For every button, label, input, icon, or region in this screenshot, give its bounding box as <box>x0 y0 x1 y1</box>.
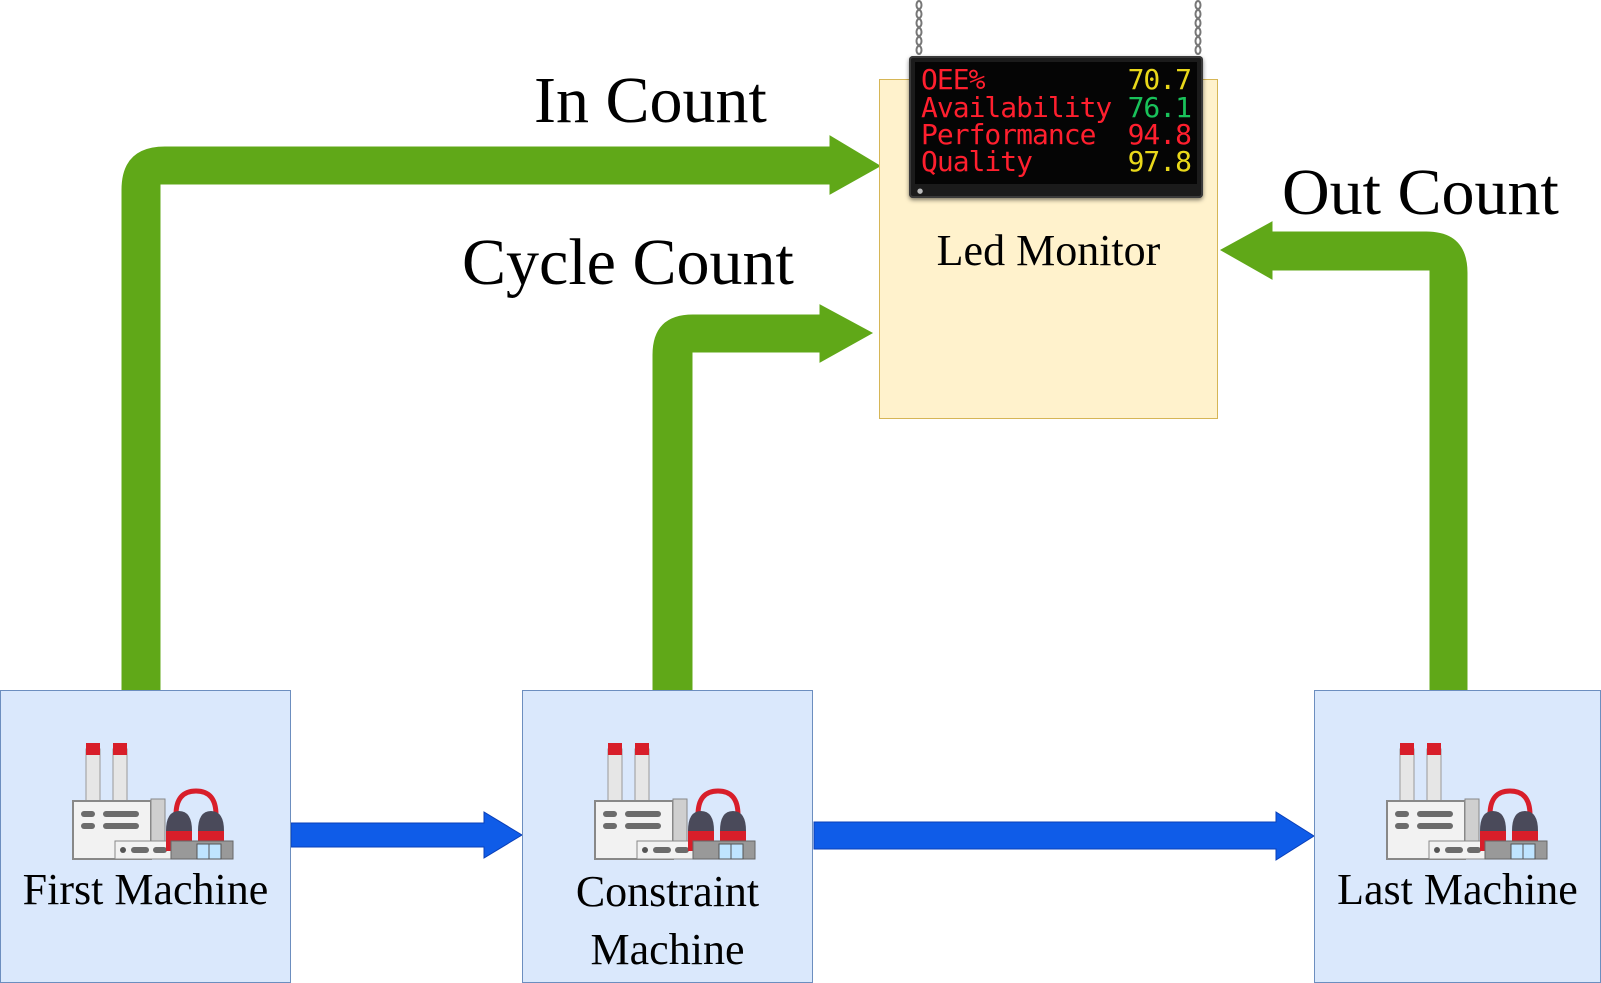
led-row-quality: Quality 97.8 <box>921 145 1192 178</box>
in-count-label: In Count <box>534 64 767 137</box>
constraint-machine-label-line2: Machine <box>590 925 745 974</box>
first-machine-label: First Machine <box>22 865 269 914</box>
led-metric-value: 94.8 <box>1127 118 1192 151</box>
factory-icon <box>72 743 234 860</box>
chain-icon <box>915 0 923 55</box>
brand-logo-icon: ● <box>917 187 924 195</box>
flow-arrow-first-to-constraint <box>290 811 523 859</box>
led-metric-name: Performance <box>921 118 1096 151</box>
last-machine-node: Last Machine <box>1314 690 1601 983</box>
led-row-availability: Availability 76.1 <box>921 91 1192 124</box>
led-metric-name: Quality <box>921 145 1033 178</box>
led-metric-value: 76.1 <box>1127 91 1192 124</box>
chain-icon <box>1194 0 1202 55</box>
led-row-oee: OEE% 70.7 <box>921 63 1192 96</box>
first-machine-node: First Machine <box>0 690 291 983</box>
led-screen: OEE% 70.7 Availability 76.1 Performance … <box>915 62 1197 184</box>
led-display: OEE% 70.7 Availability 76.1 Performance … <box>909 56 1203 198</box>
cycle-count-arrow <box>652 304 874 691</box>
flow-arrow-constraint-to-last <box>813 811 1315 861</box>
led-monitor-caption: Led Monitor <box>936 226 1161 275</box>
constraint-machine-label-line1: Constraint <box>575 867 760 916</box>
in-count-arrow <box>121 135 881 691</box>
led-metric-name: Availability <box>921 91 1112 124</box>
constraint-machine-node: Constraint Machine <box>522 690 813 983</box>
out-count-arrow <box>1219 221 1468 691</box>
factory-icon <box>594 743 756 860</box>
last-machine-label: Last Machine <box>1337 865 1578 914</box>
cycle-count-label: Cycle Count <box>462 226 794 299</box>
out-count-label: Out Count <box>1282 156 1559 229</box>
led-row-performance: Performance 94.8 <box>921 118 1192 151</box>
led-metric-value: 97.8 <box>1127 145 1192 178</box>
led-metric-value: 70.7 <box>1127 63 1192 96</box>
led-metric-name: OEE% <box>921 63 985 96</box>
factory-icon <box>1386 743 1548 860</box>
